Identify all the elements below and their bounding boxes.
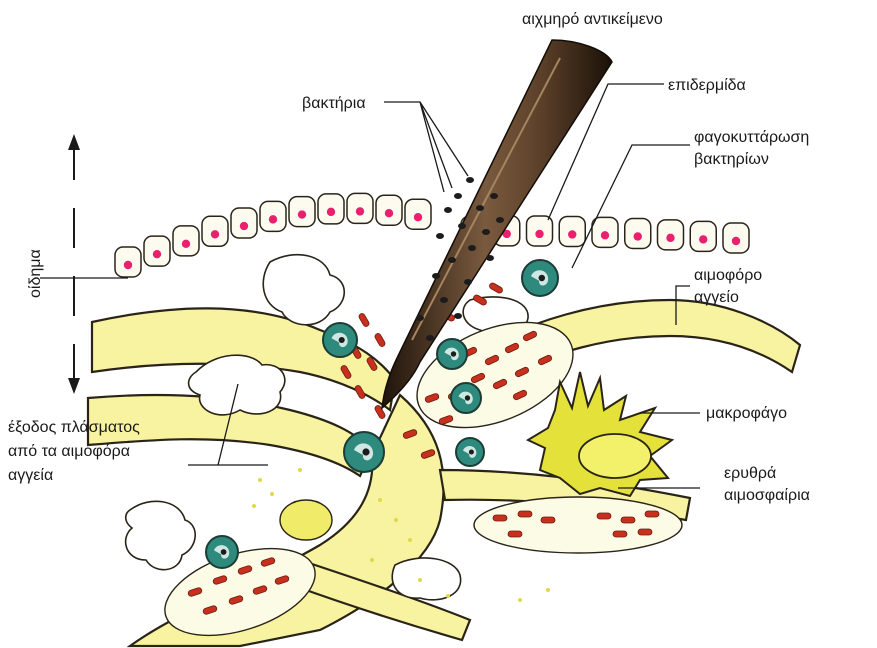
plasma-speck <box>446 594 450 598</box>
bacterium <box>426 335 434 341</box>
plasma-blob <box>263 255 344 325</box>
epidermal-cell <box>347 193 373 223</box>
plasma-exit-label-line3: αγγεία <box>8 467 53 484</box>
blood-vessel-label-line1: αιμοφόρο <box>694 267 762 284</box>
epidermis-layer <box>115 193 749 277</box>
bacterium <box>468 245 476 251</box>
rbc-cluster <box>474 497 682 553</box>
bacterium <box>486 255 494 261</box>
plasma-exit-label-line1: έξοδος πλάσματος <box>8 419 140 436</box>
epidermis-label: επιδερμίδα <box>668 77 746 94</box>
epidermal-cell <box>690 221 716 251</box>
phagocytosis-label-line2: βακτηρίων <box>694 151 769 168</box>
bacteria-leader <box>384 102 468 192</box>
epidermal-cell <box>527 216 553 246</box>
epidermal-cell <box>318 194 344 224</box>
red-blood-cell <box>638 529 652 535</box>
red-blood-cell <box>488 282 503 294</box>
plasma-speck <box>370 558 374 562</box>
bacterium <box>482 229 490 235</box>
epidermal-cell <box>723 223 749 253</box>
bacterium <box>490 193 498 199</box>
plasma-speck <box>270 492 274 496</box>
epidermal-cell <box>202 216 228 246</box>
red-blood-cell <box>541 517 555 523</box>
bacteria-label: βακτήρια <box>302 95 366 112</box>
plasma-exit-label-line2: από τα αιμοφόρα <box>8 443 130 460</box>
red-blood-cell <box>358 312 370 327</box>
epidermal-cell <box>625 218 651 248</box>
bacterium <box>476 205 484 211</box>
red-blood-cell <box>508 531 522 537</box>
epidermal-cell <box>115 247 141 277</box>
phagocyte <box>456 438 484 466</box>
macrophage-nucleus <box>579 434 651 478</box>
bacterium <box>444 207 452 213</box>
phagocyte <box>437 339 467 369</box>
yellow-particle <box>280 500 332 540</box>
epidermal-cell <box>260 201 286 231</box>
bacterium <box>458 223 466 229</box>
epidermal-cell <box>559 216 585 246</box>
red-blood-cell <box>493 515 507 521</box>
plasma-speck <box>518 598 522 602</box>
phagocyte <box>323 323 357 357</box>
epidermal-cell <box>592 217 618 247</box>
blood-vessel-label-line2: αγγείο <box>694 289 739 306</box>
epidermal-cell <box>173 226 199 256</box>
sharp-object-label: αιχμηρό αντικείμενο <box>522 11 663 28</box>
bacterium <box>432 273 440 279</box>
plasma-blob <box>126 501 196 569</box>
bacterium <box>454 313 462 319</box>
bacterium <box>454 193 462 199</box>
phagocyte <box>522 260 558 296</box>
bacterium <box>496 217 504 223</box>
plasma-speck <box>546 588 550 592</box>
epidermal-cell <box>231 208 257 238</box>
epidermal-cell <box>289 197 315 227</box>
plasma-speck <box>258 478 262 482</box>
epidermal-cell <box>658 220 684 250</box>
phagocyte <box>451 383 481 413</box>
phagocyte <box>344 432 384 472</box>
bacterium <box>466 177 474 183</box>
plasma-speck <box>298 468 302 472</box>
plasma-blob <box>392 558 460 600</box>
epidermal-cell <box>405 199 431 229</box>
plasma-speck <box>418 578 422 582</box>
red-blood-cell <box>518 511 532 517</box>
red-blood-cell <box>621 517 635 523</box>
phagocyte <box>206 536 238 568</box>
red-blood-cells-label-line2: αιμοσφαίρια <box>724 487 810 504</box>
bacterium <box>440 297 448 303</box>
bacterium <box>448 257 456 263</box>
phagocytosis-label-line1: φαγοκυττάρωση <box>694 129 809 146</box>
red-blood-cell <box>597 513 611 519</box>
plasma-speck <box>378 498 382 502</box>
bacterium <box>436 233 444 239</box>
red-blood-cell <box>374 332 386 347</box>
plasma-speck <box>394 518 398 522</box>
epidermal-cell <box>144 236 170 266</box>
plasma-speck <box>252 504 256 508</box>
bacterium <box>416 315 424 321</box>
red-blood-cell <box>645 511 659 517</box>
red-blood-cells-label-line1: ερυθρά <box>724 465 776 482</box>
edema-label: οίδημα <box>27 249 44 298</box>
plasma-speck <box>408 538 412 542</box>
macrophage-label: μακροφάγο <box>706 405 787 422</box>
bacterium <box>464 279 472 285</box>
red-blood-cell <box>613 531 627 537</box>
double-vertical-arrow-icon <box>68 134 80 394</box>
epidermal-cell <box>376 195 402 225</box>
